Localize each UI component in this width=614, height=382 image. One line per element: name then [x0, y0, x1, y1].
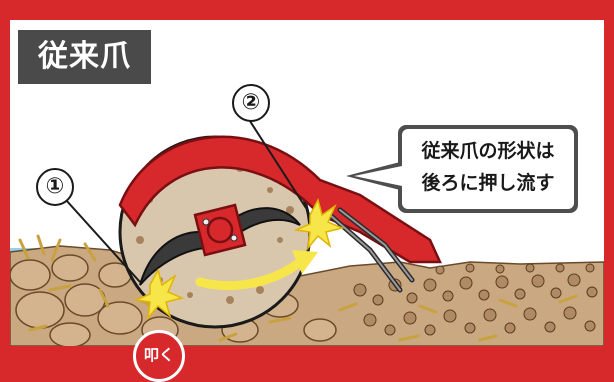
callout-box: 従来爪の形状は 後ろに押し流す: [398, 125, 578, 213]
motion-arrow-head: [292, 250, 318, 274]
impact-burst-1: [133, 267, 185, 321]
impact-burst-2: [293, 197, 345, 251]
marker-1: ①: [36, 168, 74, 206]
motion-arrow: [195, 257, 305, 291]
tap-badge: 叩く: [133, 330, 185, 382]
rotor-hub: [206, 216, 234, 244]
leader-line-2: [247, 117, 307, 209]
callout-text: 従来爪の形状は 後ろに押し流す: [402, 129, 574, 209]
marker-2: ②: [232, 84, 270, 122]
tiller-illustration: [10, 117, 604, 346]
upper-blade: [223, 207, 301, 240]
callout-tail-fill: [354, 166, 402, 186]
callout-line-2: 後ろに押し流す: [421, 172, 555, 194]
page-title: 従来爪: [18, 30, 151, 84]
lower-blade: [139, 230, 206, 286]
callout-line-1: 従来爪の形状は: [421, 140, 555, 162]
leader-line-1: [65, 199, 141, 283]
hood-cover: [118, 135, 442, 264]
